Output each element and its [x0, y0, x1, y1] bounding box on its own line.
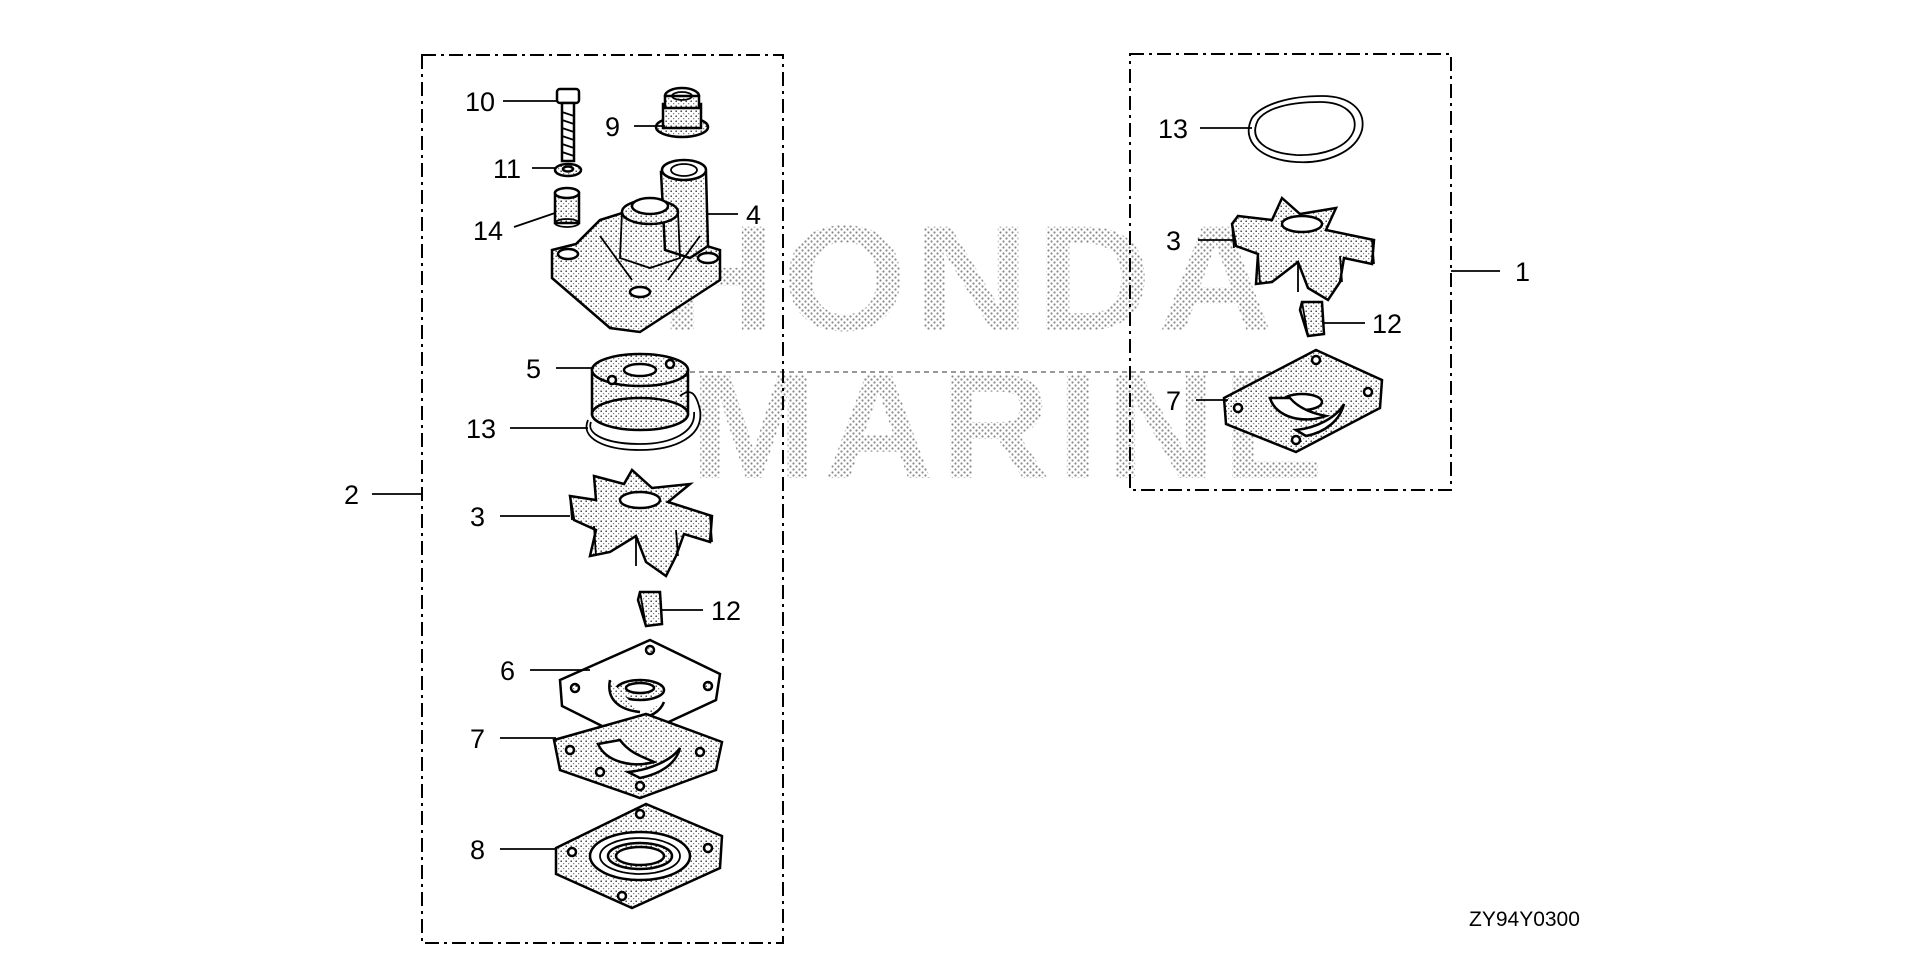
impeller-housing-icon [590, 352, 690, 432]
gasket-plate-icon [1222, 348, 1384, 454]
callout-11: 11 [493, 154, 521, 184]
right-group-box [1129, 53, 1452, 491]
callout-3-left: 3 [470, 502, 485, 532]
callout-9: 9 [605, 112, 620, 142]
gasket-ring-icon [1247, 95, 1364, 164]
watermark-line-1: HONDA [660, 194, 1280, 362]
collar-icon [553, 186, 581, 228]
group-label-1: 1 [1515, 257, 1530, 287]
watermark-line-2: MARINE [690, 342, 1330, 510]
bolt-icon [555, 87, 581, 163]
callout-4: 4 [746, 200, 761, 230]
callout-6: 6 [500, 656, 515, 686]
callout-12-left: 12 [711, 596, 741, 626]
washer-icon [553, 162, 583, 178]
gasket-plate-icon [552, 712, 724, 800]
key-icon [1298, 300, 1326, 338]
plate-icon [558, 638, 722, 742]
impeller-icon [1230, 195, 1376, 302]
callout-7-right: 7 [1166, 386, 1181, 416]
callout-3-right: 3 [1166, 226, 1181, 256]
callout-13-left: 13 [466, 414, 496, 444]
drawing-code: ZY94Y0300 [1469, 908, 1580, 931]
impeller-icon [568, 468, 714, 578]
seal-plate-icon [554, 802, 724, 910]
watermark: HONDA MARINE [600, 194, 1340, 510]
gasket-ring-icon [585, 391, 702, 451]
callout-12-right: 12 [1372, 309, 1402, 339]
group-label-2: 2 [344, 480, 359, 510]
callout-10: 10 [465, 87, 495, 117]
callout-14: 14 [473, 216, 503, 246]
callout-5: 5 [526, 354, 541, 384]
left-group-box [421, 54, 784, 944]
callout-13-right: 13 [1158, 114, 1188, 144]
pump-housing-icon [550, 158, 722, 334]
grommet-icon [654, 86, 710, 139]
key-icon [636, 590, 664, 628]
callout-8: 8 [470, 835, 485, 865]
callout-7-left: 7 [470, 724, 485, 754]
